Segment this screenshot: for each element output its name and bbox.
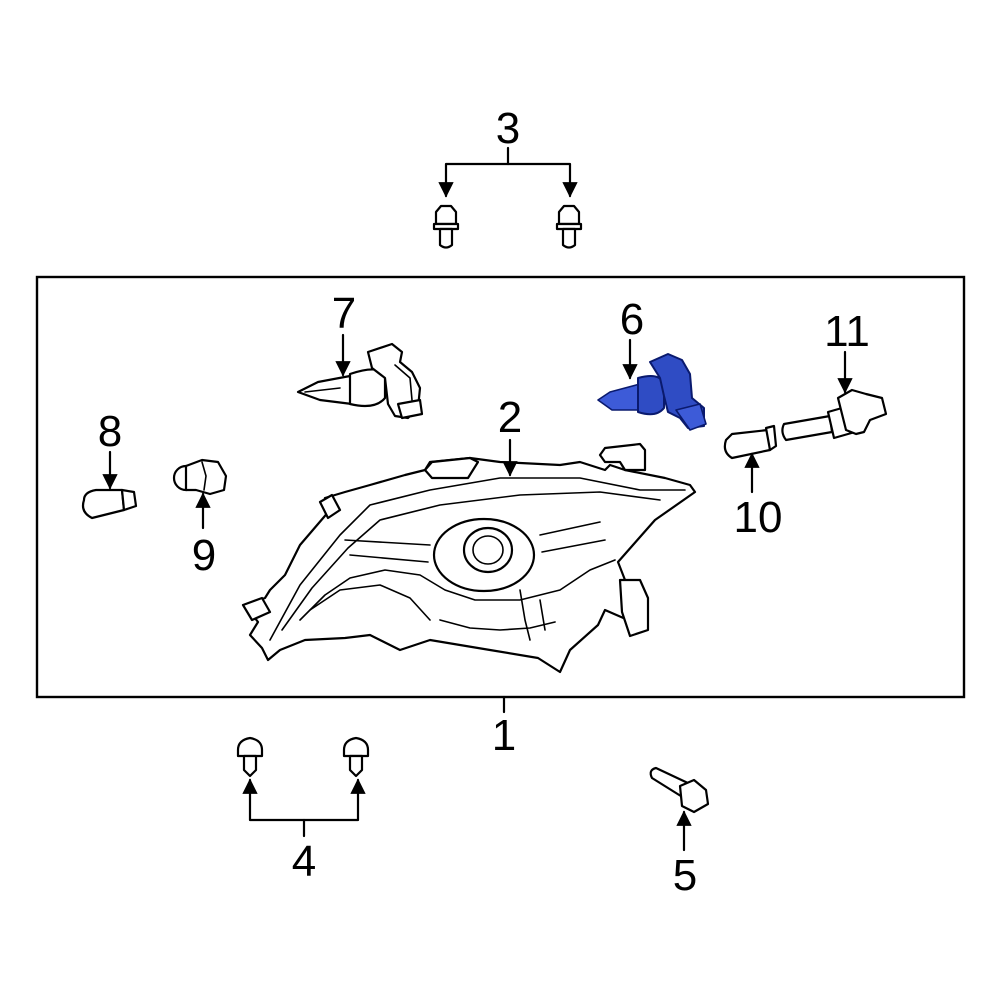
callout-11: 11: [824, 307, 870, 356]
screw-4-left[interactable]: [236, 736, 264, 778]
headlamp-housing[interactable]: [241, 442, 697, 674]
callout-8: 8: [98, 407, 122, 456]
socket-9[interactable]: [172, 458, 228, 496]
bulb-11[interactable]: [781, 388, 888, 442]
callout-2: 2: [498, 393, 522, 442]
callout-9: 9: [192, 531, 216, 580]
screw-4-right[interactable]: [342, 736, 370, 778]
callout-6: 6: [620, 295, 644, 344]
callout-3-group: [432, 146, 583, 249]
assembly-frame: [35, 275, 966, 699]
bulb-8[interactable]: [81, 488, 138, 520]
bulb-10[interactable]: [723, 424, 778, 460]
callout-4-group: [236, 736, 370, 838]
callout-4: 4: [292, 837, 316, 886]
callout-10: 10: [734, 493, 783, 542]
callout-5: 5: [673, 851, 697, 900]
bolt-3-left[interactable]: [432, 204, 460, 249]
bolt-5[interactable]: [649, 766, 710, 814]
bulb-6-highlighted[interactable]: [597, 353, 707, 431]
callout-1: 1: [492, 711, 516, 760]
bulb-7[interactable]: [296, 342, 424, 420]
bolt-3-right[interactable]: [555, 204, 583, 249]
callout-3: 3: [496, 104, 520, 153]
callout-7: 7: [332, 289, 356, 338]
